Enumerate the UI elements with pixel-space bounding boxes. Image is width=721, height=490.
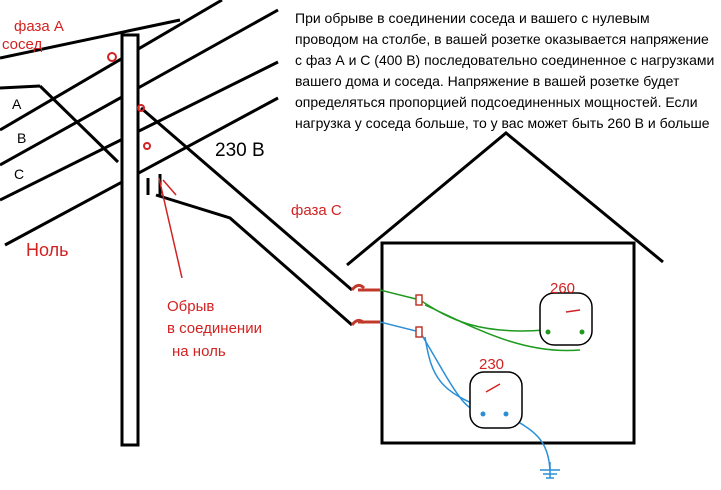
neighbor-phase-wire	[0, 18, 181, 60]
label-break-3: на ноль	[172, 343, 226, 360]
wire-a-stub-diag	[38, 84, 120, 164]
neighbor-outlet	[539, 292, 593, 346]
own-outlet	[469, 371, 523, 429]
house	[346, 131, 664, 445]
label-wire-c: C	[14, 166, 25, 182]
outlet-neighbor-value: 260	[550, 280, 576, 297]
label-neighbor: сосед	[2, 36, 43, 53]
entry-plugs	[350, 283, 380, 326]
neutral-connection	[143, 142, 151, 150]
label-wire-b: B	[17, 130, 27, 146]
label-phase-a: фаза А	[14, 18, 64, 35]
label-phase-c: фаза С	[291, 202, 342, 219]
description-text: При обрыве в соединении соседа и вашего …	[295, 10, 715, 131]
label-neutral: Ноль	[26, 240, 69, 260]
terminals	[415, 294, 423, 338]
phase-c-connection	[137, 104, 145, 112]
phase-c-drop	[140, 106, 353, 292]
utility-pole	[120, 33, 140, 447]
neighbor-circuit	[379, 289, 581, 352]
neutral-line	[4, 96, 279, 247]
outlet-own-value: 230	[479, 356, 505, 373]
wire-a-stub	[0, 84, 41, 90]
neighbor-connection	[107, 52, 117, 62]
connection-points	[107, 52, 151, 150]
label-voltage-230: 230 В	[215, 140, 265, 161]
label-wire-a: A	[12, 96, 22, 112]
ground-symbol	[540, 469, 560, 479]
house-roof	[346, 131, 664, 267]
broken-neutral-drop	[155, 193, 353, 327]
break-pointer	[158, 177, 183, 279]
house-body	[380, 241, 636, 445]
label-break-2: в соединении	[167, 320, 262, 337]
label-break-1: Обрыв	[167, 298, 215, 315]
power-line-a	[0, 0, 223, 132]
